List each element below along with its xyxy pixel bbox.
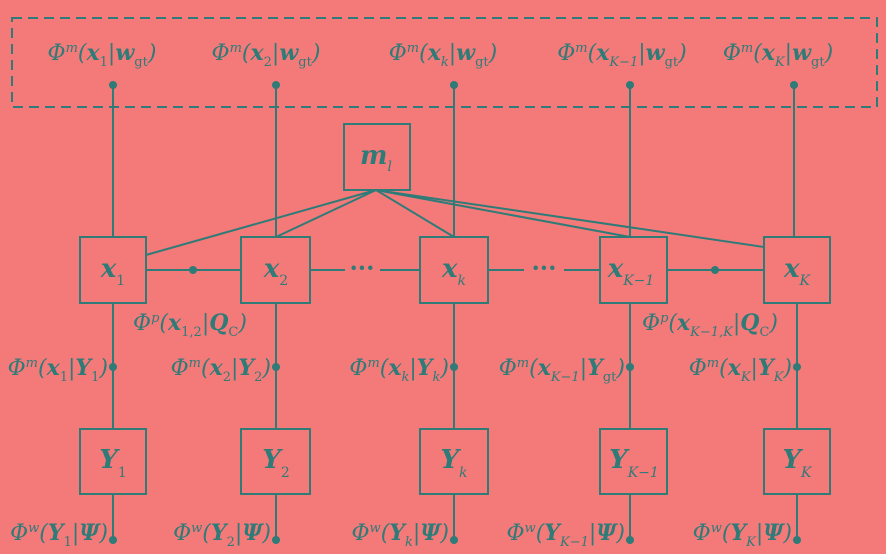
meas-factor-label: Φm(xK−1|Υgt) bbox=[499, 355, 625, 385]
edge-m-x2 bbox=[275, 189, 377, 238]
factor-dot bbox=[793, 363, 801, 371]
factor-dot bbox=[626, 363, 634, 371]
node-x-label: xk bbox=[441, 254, 466, 289]
w-factor-label: Φw(ΥK−1|Ψ) bbox=[507, 520, 626, 550]
factor-dot bbox=[711, 266, 719, 274]
node-t-label: Υ2 bbox=[262, 445, 289, 481]
factor-dot bbox=[790, 81, 798, 89]
gt-factor-label: Φm(xk|wgt) bbox=[389, 40, 498, 70]
edge-m-xk bbox=[375, 189, 455, 238]
node-t1-box bbox=[79, 428, 147, 495]
factor-dot bbox=[626, 81, 634, 89]
node-x1-box bbox=[79, 236, 147, 304]
factor-dot bbox=[189, 266, 197, 274]
factor-dot bbox=[626, 536, 634, 544]
w-factor-label: Φw(ΥK|Ψ) bbox=[693, 520, 792, 550]
node-t2-box bbox=[240, 428, 311, 495]
node-xK-box bbox=[763, 236, 831, 304]
meas-factor-label: Φm(x2|Υ2) bbox=[171, 355, 271, 385]
node-tk-box bbox=[419, 428, 489, 495]
node-m-box bbox=[343, 123, 411, 191]
factor-dot bbox=[450, 81, 458, 89]
gt-factor-label: Φm(xK|wgt) bbox=[723, 40, 833, 70]
node-t-label: Υ1 bbox=[99, 445, 126, 481]
factor-dot bbox=[109, 536, 117, 544]
node-tk1-box bbox=[599, 428, 668, 495]
edge-m-xK bbox=[375, 189, 765, 248]
ground-truth-factor-group bbox=[11, 17, 878, 108]
factor-dot bbox=[272, 536, 280, 544]
factor-dot bbox=[450, 536, 458, 544]
node-x2-box bbox=[240, 236, 311, 304]
node-x-label: x2 bbox=[263, 254, 288, 289]
node-t-label: Υk bbox=[440, 445, 467, 481]
pair-factor-label: Φp(xK−1,K|QC) bbox=[642, 310, 778, 340]
chain-ellipsis: ··· bbox=[349, 253, 374, 282]
chain-ellipsis: ··· bbox=[531, 253, 556, 282]
node-tK-box bbox=[763, 428, 831, 495]
node-x-label: xK−1 bbox=[607, 254, 655, 289]
gt-factor-label: Φm(x2|wgt) bbox=[212, 40, 321, 70]
meas-factor-label: Φm(xk|Υk) bbox=[349, 355, 449, 385]
factor-dot bbox=[272, 363, 280, 371]
node-xk-box bbox=[419, 236, 489, 304]
node-m-label: ml bbox=[360, 141, 392, 175]
w-factor-label: Φw(Υ2|Ψ) bbox=[173, 520, 271, 550]
node-t-label: ΥK−1 bbox=[609, 445, 659, 481]
factor-dot bbox=[109, 81, 117, 89]
edge-m-xk1 bbox=[375, 189, 631, 238]
factor-dot bbox=[793, 536, 801, 544]
node-x-label: x1 bbox=[100, 254, 125, 289]
pair-factor-label: Φp(x1,2|QC) bbox=[133, 310, 247, 340]
edge-m-x1 bbox=[145, 189, 377, 256]
w-factor-label: Φw(Υk|Ψ) bbox=[352, 520, 450, 550]
meas-factor-label: Φm(x1|Υ1) bbox=[8, 355, 108, 385]
node-x-label: xK bbox=[783, 254, 812, 289]
node-xk1-box bbox=[599, 236, 668, 304]
gt-factor-label: Φm(xK−1|wgt) bbox=[557, 40, 687, 70]
factor-dot bbox=[272, 81, 280, 89]
factor-dot bbox=[450, 363, 458, 371]
factor-dot bbox=[109, 363, 117, 371]
w-factor-label: Φw(Υ1|Ψ) bbox=[10, 520, 108, 550]
meas-factor-label: Φm(xK|ΥK) bbox=[689, 355, 792, 385]
gt-factor-label: Φm(x1|wgt) bbox=[48, 40, 157, 70]
node-t-label: ΥK bbox=[782, 445, 813, 481]
